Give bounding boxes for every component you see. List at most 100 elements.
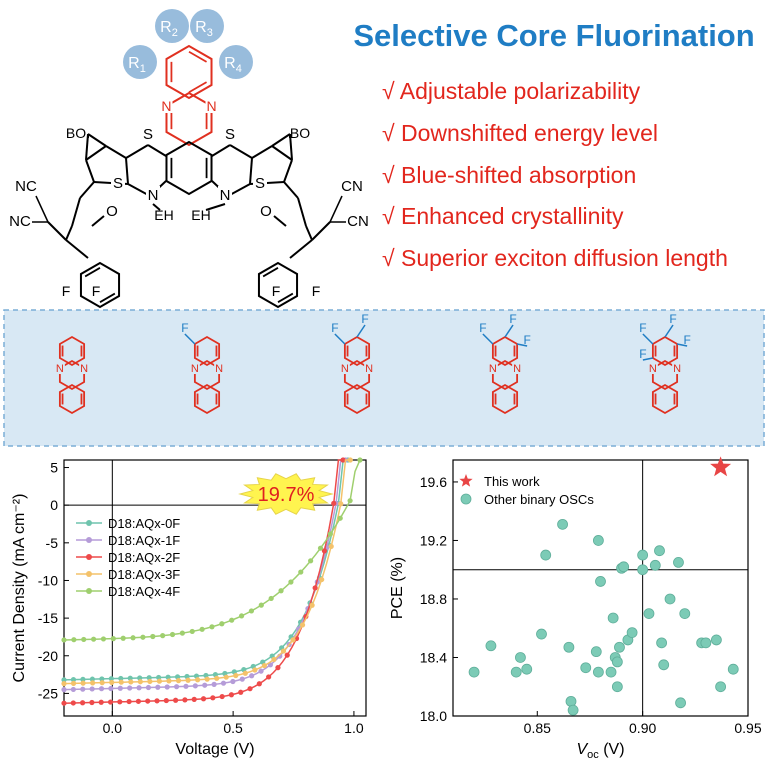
jv-curve-point <box>108 685 114 692</box>
pce-scatter-point <box>626 627 638 639</box>
jv-curve-point <box>183 683 189 689</box>
r-bubble <box>155 9 189 43</box>
jv-curve-point <box>284 652 290 658</box>
bond <box>125 144 149 159</box>
bond <box>85 145 107 161</box>
jv-curve-point <box>327 531 333 537</box>
jv-curve-point <box>70 677 77 683</box>
jv-curve-point <box>80 700 86 706</box>
jv-legend-label: D18:AQx-3F <box>108 567 180 582</box>
atom-n: N <box>649 363 657 375</box>
benzo-ring <box>165 44 213 100</box>
pce-scatter-point <box>580 662 592 674</box>
pce-scatter-point <box>637 564 649 576</box>
jv-series-3 <box>61 457 353 687</box>
atom-f: F <box>92 283 101 299</box>
bond <box>65 239 89 259</box>
pce-scatter-point <box>485 640 497 652</box>
jv-legend-label: D18:AQx-2F <box>108 550 180 565</box>
pce-scatter-point <box>710 634 722 646</box>
pce-series-other-binary <box>468 518 739 716</box>
jv-curve-point <box>328 543 334 549</box>
jv-curve-point <box>166 678 172 684</box>
pce-scatter-point <box>618 561 630 573</box>
jv-curve-point <box>239 676 245 682</box>
jv-curve-point <box>130 635 136 641</box>
atom-f: F <box>523 333 530 347</box>
jv-curve-point <box>247 686 253 692</box>
jv-curve-point <box>70 680 77 686</box>
pce-scatter-point <box>656 637 668 649</box>
bond <box>91 215 105 227</box>
pce-legend-label: This work <box>484 474 540 489</box>
c-f-bond <box>642 333 654 345</box>
c-f-bond <box>334 333 346 345</box>
jv-curve-point <box>299 622 306 628</box>
jv-curve-point <box>199 626 205 632</box>
c-f-bond <box>642 357 654 361</box>
jv-legend-label: D18:AQx-1F <box>108 533 180 548</box>
jv-curve-point <box>242 670 248 676</box>
jv-curve-point <box>189 628 195 635</box>
jv-curve-point <box>117 699 123 705</box>
jv-curve-point <box>89 686 95 692</box>
pce-scatter-point <box>715 681 727 693</box>
n-mask <box>364 362 375 374</box>
jv-curve-point <box>182 697 188 703</box>
jv-curve-point <box>61 700 67 706</box>
pce-scatter-point <box>557 518 568 530</box>
n-mask <box>160 98 173 113</box>
pce-scatter-point <box>607 612 619 624</box>
bond <box>311 221 331 241</box>
n-mask <box>218 186 232 201</box>
bond <box>305 225 313 241</box>
pce-scatter-point <box>643 608 655 619</box>
atom-n: N <box>513 363 521 375</box>
s-mask <box>223 126 237 141</box>
jv-curve-point <box>81 636 87 643</box>
jv-curve-point <box>219 621 225 627</box>
atom-o: O <box>260 203 272 220</box>
atom-n: N <box>673 363 681 375</box>
bond <box>85 133 89 161</box>
jv-curve-point <box>137 679 143 685</box>
atom-f: F <box>331 321 338 335</box>
atom-n: N <box>161 98 171 114</box>
jv-curve-point <box>80 676 86 682</box>
pce-scatter-point <box>567 704 579 716</box>
pce-star-point <box>710 456 732 477</box>
jv-curve-point <box>175 678 182 684</box>
jv-series-4 <box>61 457 363 643</box>
pce-scatter-point <box>614 641 625 653</box>
jv-x-tick-label: 0.5 <box>223 720 243 736</box>
s-mask <box>141 126 155 141</box>
atom-n: N <box>489 363 497 375</box>
pce-scatter-point <box>611 681 623 693</box>
pce-y-tick-label: 19.2 <box>420 532 447 548</box>
jv-curve-point <box>290 637 296 643</box>
jv-curve-point <box>127 685 133 691</box>
n-mask <box>672 362 683 374</box>
atom-n: N <box>148 187 159 204</box>
pce-scatter-point <box>664 593 676 605</box>
atom-f: F <box>639 321 646 335</box>
jv-curve-point <box>89 676 95 682</box>
phenazine-ring <box>193 383 221 415</box>
jv-curve-point <box>278 588 284 594</box>
jv-curve-point <box>309 602 315 608</box>
atom-eh: EH <box>191 207 210 223</box>
jv-curve-point <box>163 697 169 704</box>
atom-bo: BO <box>66 125 86 141</box>
jv-curve-point <box>266 674 272 680</box>
jv-curve-point <box>249 673 255 679</box>
jv-curve-point <box>179 630 185 636</box>
jv-curve-point <box>110 636 116 642</box>
jv-y-tick-label: 0 <box>50 497 58 513</box>
pce-scatter-point <box>658 659 670 671</box>
n-mask <box>647 362 658 374</box>
bond <box>249 157 253 185</box>
bond <box>65 225 73 241</box>
